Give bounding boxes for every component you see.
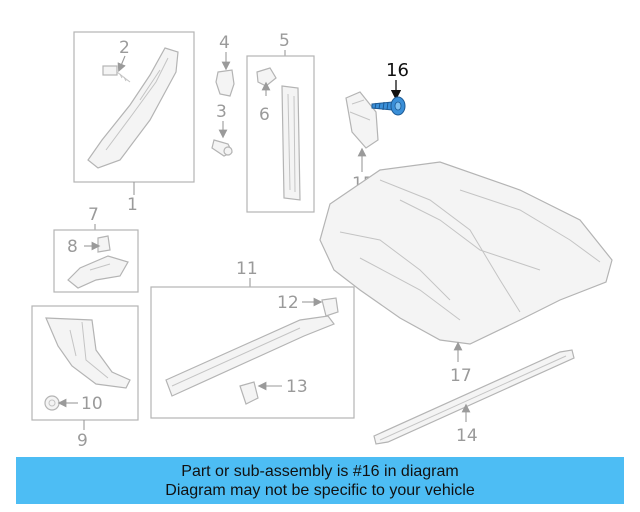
callout-2[interactable]: 2 <box>119 38 130 58</box>
banner-line-2: Diagram may not be specific to your vehi… <box>165 481 475 499</box>
callout-8[interactable]: 8 <box>67 237 78 257</box>
bracket-part-7[interactable] <box>67 255 129 289</box>
group-box-5: 5 6 <box>246 31 315 213</box>
group-box-9: 9 10 <box>31 305 139 451</box>
callout-3[interactable]: 3 <box>216 102 227 122</box>
callout-7[interactable]: 7 <box>88 205 99 225</box>
b-pillar-trim-part[interactable] <box>281 85 301 201</box>
callout-14[interactable]: 14 <box>456 426 478 446</box>
group-box-1: 1 2 <box>73 31 195 215</box>
sill-plate-11-part[interactable] <box>165 315 335 397</box>
floor-carpet-17[interactable]: 17 <box>319 161 613 386</box>
clip-6-part[interactable] <box>256 67 277 87</box>
clip-10-part[interactable] <box>44 395 60 411</box>
callout-16[interactable]: 16 <box>386 60 409 81</box>
callout-12[interactable]: 12 <box>277 293 299 313</box>
clip-12-part[interactable] <box>321 297 339 317</box>
callout-11[interactable]: 11 <box>236 259 258 279</box>
clip-4[interactable]: 4 <box>215 33 235 97</box>
group-box-7: 7 8 <box>53 205 139 293</box>
callout-17[interactable]: 17 <box>450 366 472 386</box>
banner-line-1: Part or sub-assembly is #16 in diagram <box>181 462 459 480</box>
callout-10[interactable]: 10 <box>81 394 103 414</box>
clip-3[interactable]: 3 <box>211 102 233 157</box>
callout-1[interactable]: 1 <box>127 195 138 215</box>
callout-5[interactable]: 5 <box>279 31 290 51</box>
sill-strip-14[interactable]: 14 <box>373 349 575 446</box>
callout-13[interactable]: 13 <box>286 377 308 397</box>
group-box-11: 11 12 13 <box>150 259 355 419</box>
a-pillar-trim-part[interactable] <box>87 47 179 169</box>
clip-8-part[interactable] <box>97 235 111 253</box>
screw-16-highlight[interactable]: 16 <box>371 60 409 116</box>
info-banner: Part or sub-assembly is #16 in diagram D… <box>16 457 624 504</box>
callout-6[interactable]: 6 <box>259 105 270 125</box>
callout-9[interactable]: 9 <box>77 431 88 451</box>
clip-13-part[interactable] <box>239 381 259 405</box>
kick-panel-part[interactable] <box>45 317 131 389</box>
callout-4[interactable]: 4 <box>219 33 230 53</box>
bolt-2-part[interactable] <box>102 65 131 83</box>
